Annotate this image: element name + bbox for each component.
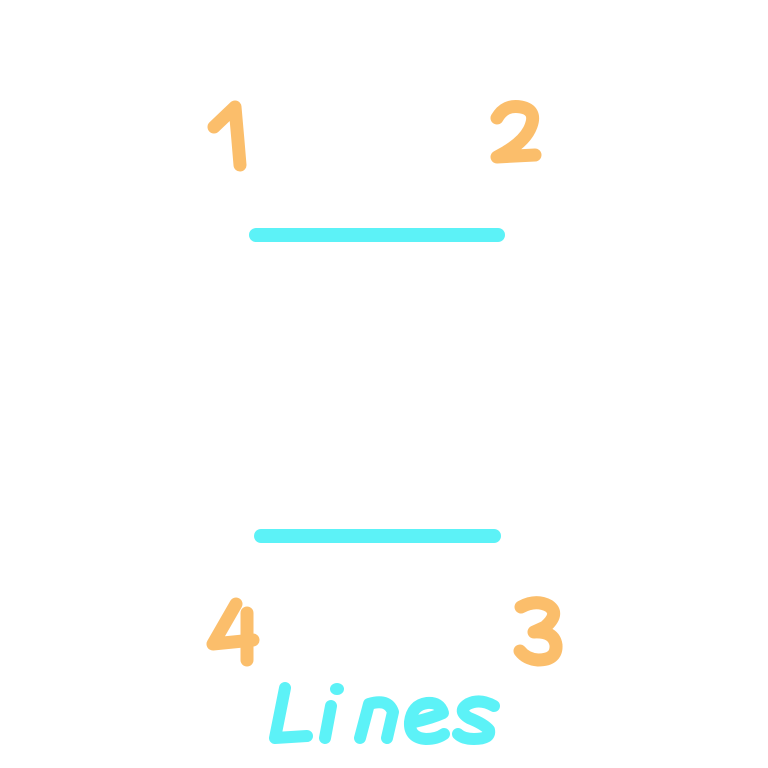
label-1[interactable] xyxy=(207,100,247,172)
caption-letter-s xyxy=(452,695,500,745)
caption-letter-i xyxy=(319,700,337,744)
caption-group xyxy=(269,682,500,745)
corner-label-group xyxy=(206,100,563,667)
caption-letter-L xyxy=(269,682,313,744)
caption-letter-i-dot xyxy=(330,683,344,695)
label-4[interactable] xyxy=(206,597,260,667)
caption-letter-n xyxy=(354,696,399,744)
label-2[interactable] xyxy=(490,100,542,164)
caption-letter-e xyxy=(403,696,450,745)
line-group xyxy=(249,228,505,543)
label-3[interactable] xyxy=(513,596,563,667)
